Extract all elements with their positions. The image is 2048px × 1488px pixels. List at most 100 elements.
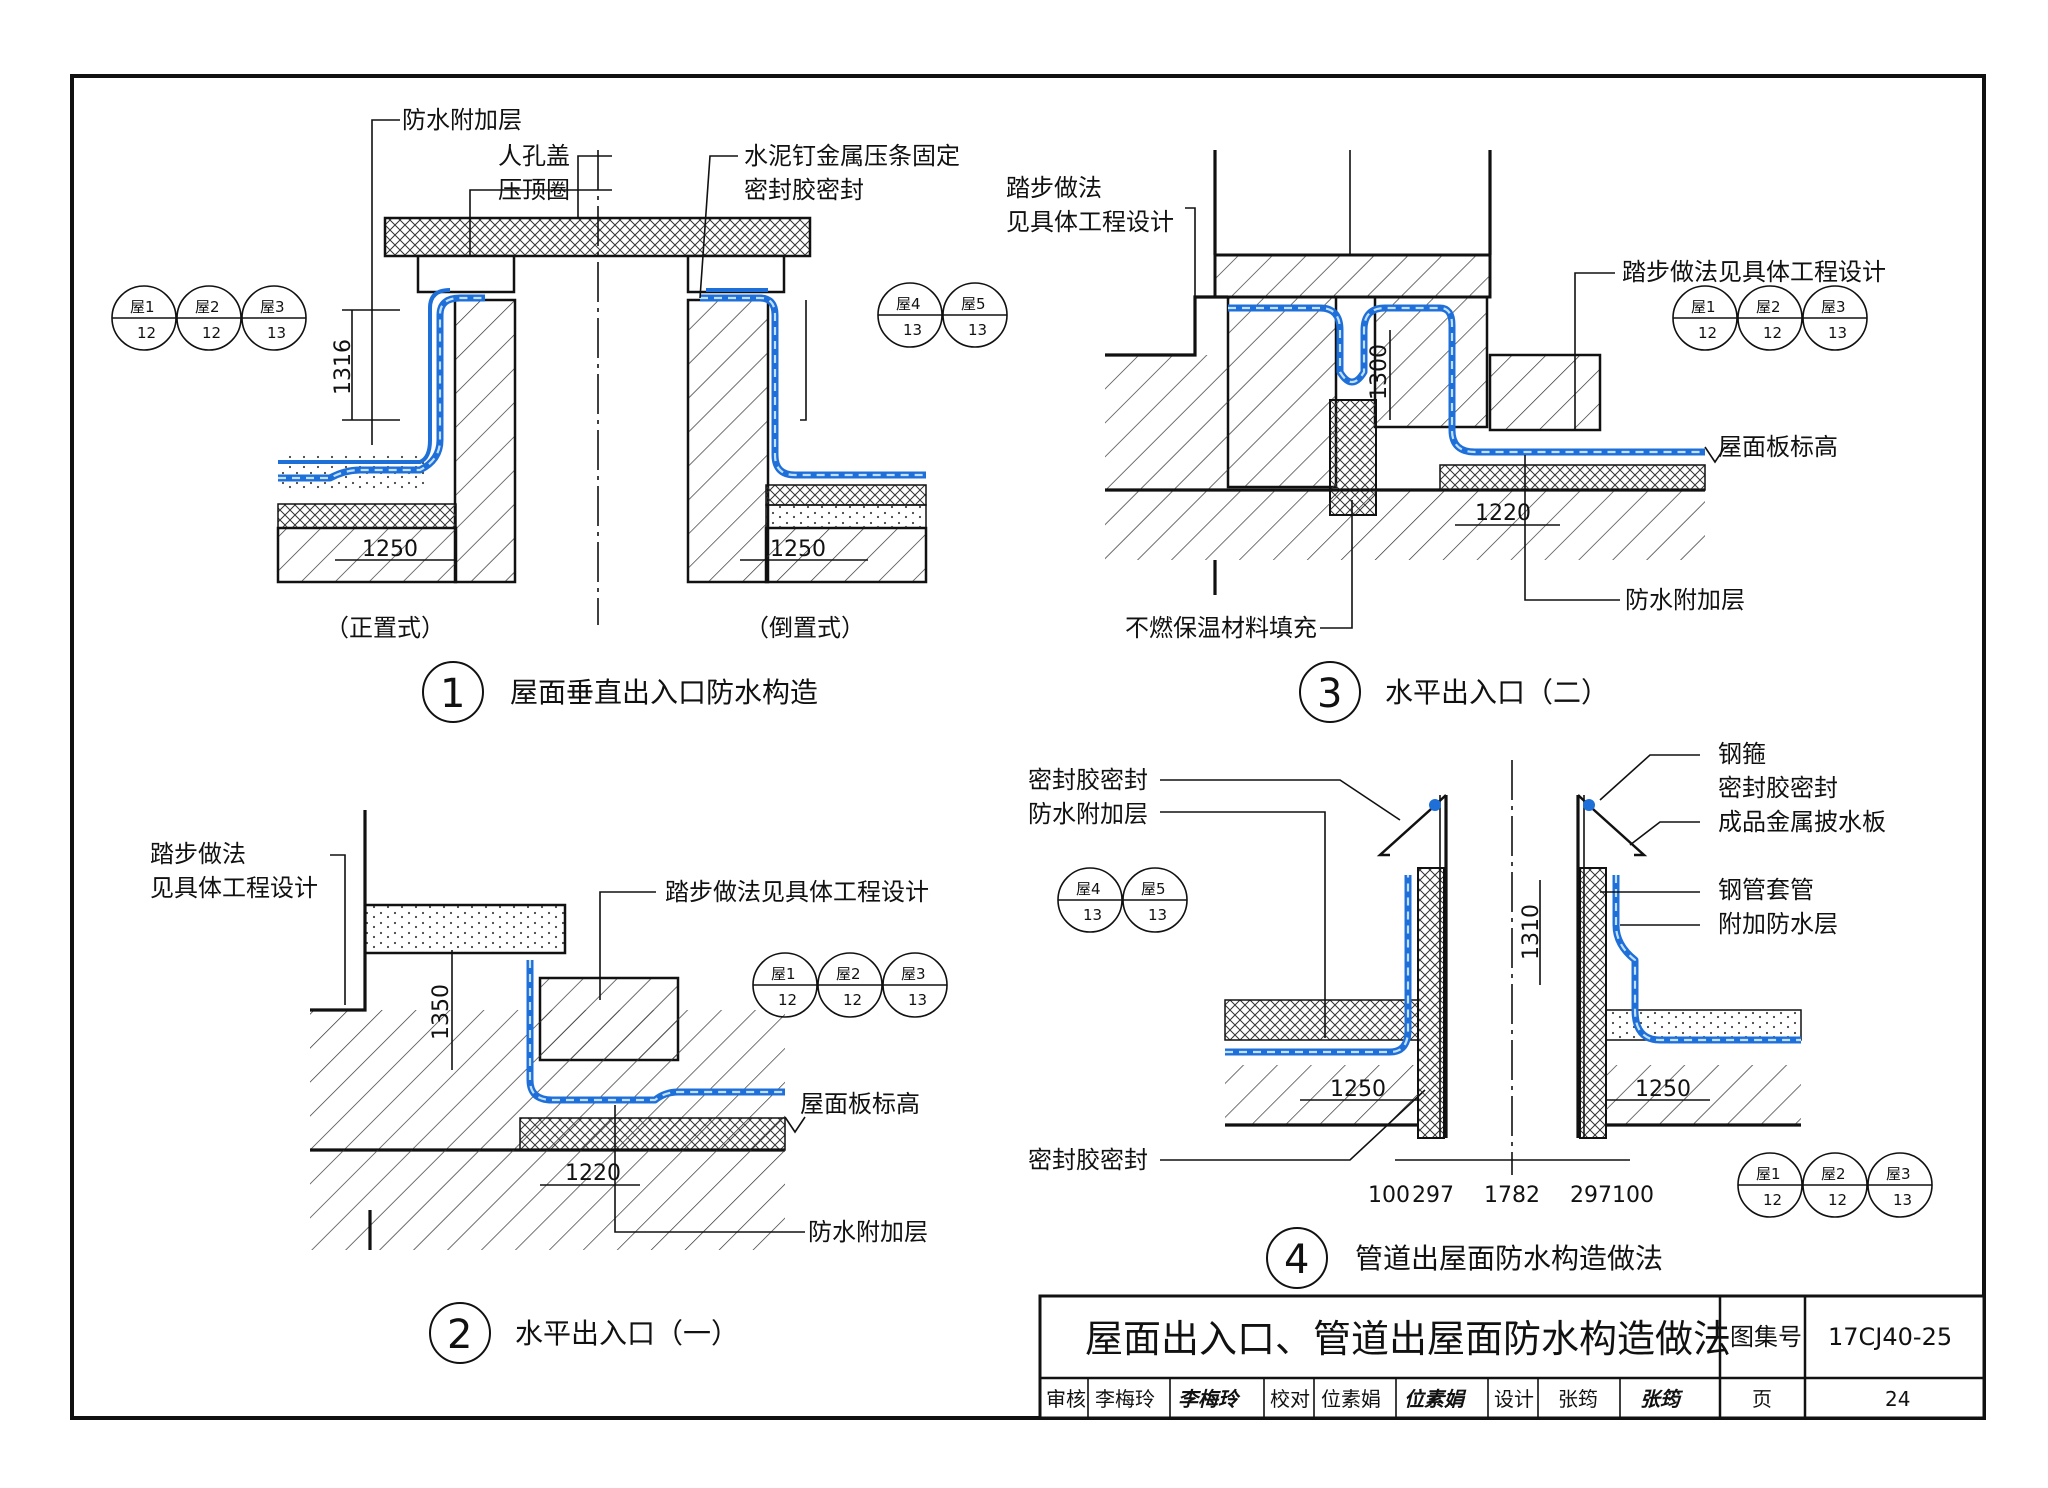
lower-slab-2 xyxy=(310,1150,785,1250)
detail-number-circle-4 xyxy=(1266,1227,1328,1289)
leader-manhole xyxy=(577,155,612,218)
label-seal-a: 密封胶密封 xyxy=(1028,766,1148,794)
ref-4-4-top: 屋4 xyxy=(1076,880,1101,898)
ref-4-2-top: 屋2 xyxy=(1821,1165,1846,1183)
label-step-2c: 踏步做法见具体工程设计 xyxy=(665,878,929,906)
right-wall xyxy=(686,298,770,584)
ref-3-3-top: 屋3 xyxy=(1821,298,1846,316)
label-hoop: 钢箍 xyxy=(1718,740,1766,768)
label-roof-level-2: 屋面板标高 xyxy=(800,1090,920,1118)
ref-4-2-bot: 12 xyxy=(1828,1191,1847,1209)
detail-title-1: 屋面垂直出入口防水构造 xyxy=(510,676,818,709)
ref-4-3-bot: 13 xyxy=(1893,1191,1912,1209)
left-roof-slab xyxy=(1225,1065,1418,1125)
ref-1-2-bot: 12 xyxy=(202,324,221,342)
label-extra-layer-3: 防水附加层 xyxy=(1625,586,1745,614)
membrane-left-inner xyxy=(278,288,451,464)
ref-group-1-left: 屋1 12 屋2 12 屋3 13 xyxy=(111,285,307,351)
membrane-left xyxy=(278,294,485,482)
leader-nail xyxy=(699,155,738,299)
ref-4-5-bot: 13 xyxy=(1148,906,1167,924)
page-number: 24 xyxy=(1885,1387,1910,1411)
ref-2-3-bot: 13 xyxy=(908,991,927,1009)
leader-seal xyxy=(800,300,807,421)
title-block-title: 屋面出入口、管道出屋面防水构造做法 xyxy=(1085,1317,1731,1361)
ref-1-1-bot: 12 xyxy=(137,324,156,342)
label-seal-1: 密封胶密封 xyxy=(744,176,864,204)
detail-1-vertical-hatch: 1316 1250 1250 xyxy=(276,119,928,625)
leader-hoop xyxy=(1599,754,1700,801)
dim-1220-3: 1220 xyxy=(1475,501,1531,526)
left-floor-edge xyxy=(1105,295,1228,357)
detail-number-3: 3 xyxy=(1317,671,1342,717)
ref-1-3-top: 屋3 xyxy=(260,298,285,316)
title-block xyxy=(1038,1294,1986,1420)
sheet-border xyxy=(70,74,1986,1420)
ref-3-3-bot: 13 xyxy=(1828,324,1847,342)
designer-name: 张筠 xyxy=(1558,1387,1598,1411)
label-step-3a: 踏步做法 xyxy=(1006,174,1102,202)
reviewer-name: 李梅玲 xyxy=(1095,1387,1155,1411)
ref-3-2-bot: 12 xyxy=(1763,324,1782,342)
label-seal-c: 密封胶密封 xyxy=(1718,774,1838,802)
ref-1-1-top: 屋1 xyxy=(130,298,155,316)
ref-2-2-bot: 12 xyxy=(843,991,862,1009)
label-extra-layer-4: 防水附加层 xyxy=(1028,800,1148,828)
left-block xyxy=(1226,295,1338,489)
leader-extra-layer-4 xyxy=(1160,811,1326,1038)
detail-number-1: 1 xyxy=(440,671,465,717)
atlas-label: 图集号 xyxy=(1730,1323,1802,1351)
label-step-2b: 见具体工程设计 xyxy=(150,874,318,902)
dim-b1: 100 xyxy=(1368,1183,1410,1208)
ref-4-4-bot: 13 xyxy=(1083,906,1102,924)
right-insulation xyxy=(765,484,927,506)
ref-1-3-bot: 13 xyxy=(267,324,286,342)
roof-layers-3 xyxy=(1439,464,1706,491)
leader-seal-b xyxy=(1160,1089,1426,1161)
leader-extra-layer-2 xyxy=(614,1105,805,1233)
dim-b3: 1782 xyxy=(1484,1183,1540,1208)
membrane-2-dash xyxy=(528,960,785,1102)
right-curb xyxy=(686,254,786,294)
left-insulation xyxy=(277,503,457,529)
detail-number-4: 4 xyxy=(1284,1237,1309,1283)
leader-roof-level-2 xyxy=(784,1116,806,1134)
leader-roof-level-3 xyxy=(1704,446,1726,464)
ref-group-3: 屋1 12 屋2 12 屋3 13 xyxy=(1672,285,1868,351)
ref-1-5-bot: 13 xyxy=(968,321,987,339)
seal-dot-left xyxy=(1429,799,1441,811)
ref-4-1-top: 屋1 xyxy=(1756,1165,1781,1183)
label-extra-layer-1: 防水附加层 xyxy=(402,106,522,134)
left-roof-layers xyxy=(1224,999,1419,1041)
label-flashing: 成品金属披水板 xyxy=(1718,808,1886,836)
floor-edge-2 xyxy=(310,905,367,1012)
atlas-number: 17CJ40-25 xyxy=(1828,1323,1952,1351)
detail-2-horizontal-one: 1350 1220 xyxy=(310,810,806,1250)
page-label: 页 xyxy=(1752,1387,1772,1411)
detail-number-2: 2 xyxy=(447,1312,472,1358)
leader-flashing xyxy=(1629,821,1700,846)
label-sleeve: 钢管套管 xyxy=(1718,876,1814,904)
label-roof-level-3: 屋面板标高 xyxy=(1718,433,1838,461)
label-step-3c: 踏步做法见具体工程设计 xyxy=(1622,258,1886,286)
ref-2-1-bot: 12 xyxy=(778,991,797,1009)
dim-1316: 1316 xyxy=(331,339,356,395)
subtitle-inverted: （倒置式） xyxy=(745,614,865,642)
detail-number-circle-1 xyxy=(422,661,484,723)
label-step-2a: 踏步做法 xyxy=(150,840,246,868)
ref-4-3-top: 屋3 xyxy=(1886,1165,1911,1183)
dim-b4: 297 xyxy=(1570,1183,1612,1208)
leader-extra-layer xyxy=(371,119,400,445)
ref-group-2: 屋1 12 屋2 12 屋3 13 xyxy=(752,952,948,1018)
leader-step-2 xyxy=(330,854,346,1005)
membrane-4-left-dash xyxy=(1225,875,1410,1054)
step-platform xyxy=(1213,253,1492,299)
label-add-layer: 附加防水层 xyxy=(1718,910,1838,938)
dim-1250-right: 1250 xyxy=(770,537,826,562)
membrane-right-dash xyxy=(700,296,926,477)
designer-signature: 张筠 xyxy=(1640,1387,1684,1411)
left-slab xyxy=(276,526,458,584)
ref-3-1-top: 屋1 xyxy=(1691,298,1716,316)
detail-4-pipe-penetration: 1310 1250 1250 xyxy=(1160,754,1802,1175)
membrane-3-dash xyxy=(1228,306,1705,454)
